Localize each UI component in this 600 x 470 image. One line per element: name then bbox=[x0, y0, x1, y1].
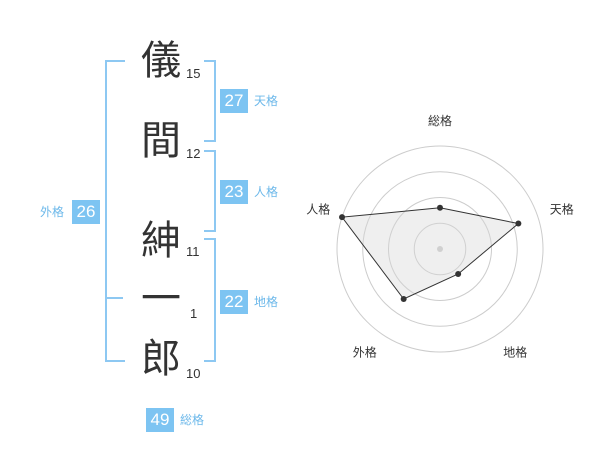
radar-ring-3 bbox=[362, 171, 518, 327]
tenkaku-label: 天格 bbox=[254, 94, 279, 108]
stroke-count-4: 1 bbox=[190, 306, 198, 321]
radar-axis-label-3: 地格 bbox=[503, 345, 527, 360]
radar-point-3 bbox=[455, 270, 462, 277]
outer-bracket-divider bbox=[105, 297, 123, 299]
radar-polygon bbox=[341, 207, 520, 300]
tenkaku-bracket bbox=[204, 60, 216, 142]
jinkaku-bracket bbox=[204, 150, 216, 232]
radar-axis-label-5: 人格 bbox=[306, 201, 330, 216]
jinkaku-value: 23 bbox=[220, 180, 248, 204]
name-char-3: 紳 bbox=[141, 218, 181, 264]
gaikaku-label: 外格 bbox=[40, 205, 65, 219]
radar-point-1 bbox=[437, 204, 443, 211]
outer-bracket bbox=[105, 60, 125, 362]
radar-ring-2 bbox=[388, 197, 492, 301]
radar-point-5 bbox=[339, 214, 346, 221]
radar-point-2 bbox=[515, 220, 522, 227]
stroke-count-1: 15 bbox=[186, 66, 201, 81]
chikaku-label: 地格 bbox=[254, 295, 279, 309]
name-char-1: 儀 bbox=[141, 38, 181, 84]
radar-point-4 bbox=[400, 295, 407, 302]
chikaku-bracket bbox=[204, 238, 216, 362]
radar-ring-4 bbox=[336, 145, 544, 353]
radar-axis-label-1: 総格 bbox=[428, 113, 452, 128]
tenkaku-value: 27 bbox=[220, 89, 248, 113]
soukaku-label: 総格 bbox=[180, 413, 205, 427]
name-char-5: 郎 bbox=[141, 336, 181, 382]
radar-center bbox=[437, 246, 443, 252]
radar-axis-label-2: 天格 bbox=[550, 201, 574, 216]
soukaku-value: 49 bbox=[146, 408, 174, 432]
chikaku-value: 22 bbox=[220, 290, 248, 314]
stroke-count-3: 11 bbox=[186, 244, 200, 259]
radar-series bbox=[339, 204, 522, 302]
radar-grid bbox=[336, 145, 544, 353]
name-strokes-panel: 儀 間 紳 一 郎 15 12 11 1 10 27 天格 23 人格 22 地… bbox=[40, 38, 279, 432]
gaikaku-value: 26 bbox=[72, 200, 100, 224]
jinkaku-label: 人格 bbox=[254, 185, 279, 199]
radar-axis-label-4: 外格 bbox=[353, 345, 377, 360]
name-char-4: 一 bbox=[141, 276, 181, 322]
stroke-count-2: 12 bbox=[186, 146, 201, 161]
radar-ring-1 bbox=[413, 222, 467, 276]
stroke-count-5: 10 bbox=[186, 366, 201, 381]
name-char-2: 間 bbox=[141, 118, 181, 164]
